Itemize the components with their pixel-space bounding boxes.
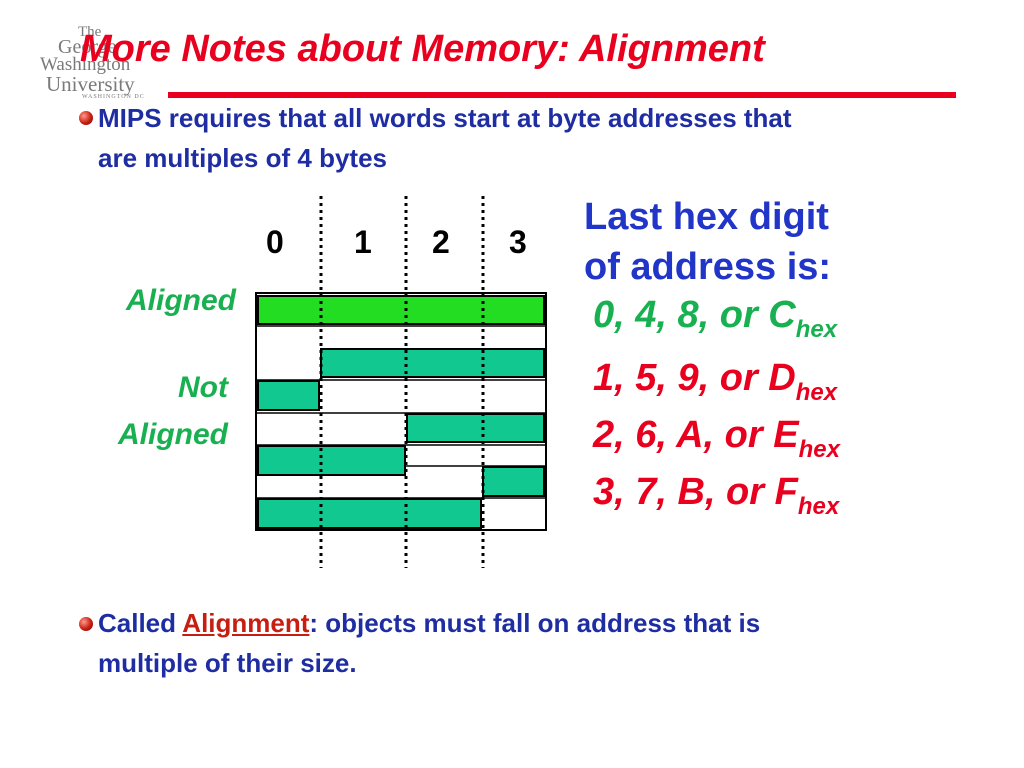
logo-text: Washington xyxy=(40,54,131,75)
bullet-2-pre: Called xyxy=(98,608,183,638)
misaligned-word-bar xyxy=(257,380,320,411)
bullet-icon xyxy=(79,111,93,125)
hex-subscript: hex xyxy=(797,493,840,520)
bullet-text-1: MIPS requires that all words start at by… xyxy=(98,98,1018,178)
misaligned-word-bar xyxy=(257,498,482,529)
hex-row-aligned: 0, 4, 8, or Chex xyxy=(593,294,837,344)
alignment-term: Alignment xyxy=(182,608,310,638)
logo-text: The xyxy=(78,24,102,40)
column-number: 1 xyxy=(354,224,372,260)
hex-row-text: 3, 7, B, or F xyxy=(593,471,798,513)
column-number: 0 xyxy=(266,224,284,260)
bullet-2-line-2: multiple of their size. xyxy=(98,648,357,678)
bullet-2-post: : objects must fall on address that is xyxy=(309,608,761,638)
logo-text: University xyxy=(46,72,135,96)
misaligned-word-bar xyxy=(257,445,406,476)
hex-subscript: hex xyxy=(795,379,838,406)
slide-title: More Notes about Memory: Alignment xyxy=(80,28,765,70)
hex-header-line-2: of address is: xyxy=(584,246,832,288)
title-underline xyxy=(168,92,956,98)
bullet-text-2: Called Alignment: objects must fall on a… xyxy=(98,603,1018,683)
column-number: 3 xyxy=(509,224,527,260)
bullet-2-line-1: Called Alignment: objects must fall on a… xyxy=(98,603,1018,643)
bullet-1-line-2: are multiples of 4 bytes xyxy=(98,143,387,173)
logo-text: WASHINGTON DC xyxy=(82,94,145,100)
hex-row-text: 1, 5, 9, or D xyxy=(593,357,796,399)
misaligned-word-bar xyxy=(406,413,545,443)
aligned-label: Aligned xyxy=(126,284,236,317)
hex-row-text: 2, 6, A, or E xyxy=(593,414,799,456)
hex-header-line-1: Last hex digit xyxy=(584,196,829,238)
logo-text: George xyxy=(58,36,117,58)
aligned-word-bar xyxy=(257,295,545,325)
hex-subscript: hex xyxy=(798,436,840,463)
hex-header: Last hex digit of address is: xyxy=(584,192,831,292)
hex-row-offset-2: 2, 6, A, or Ehex xyxy=(593,414,840,464)
misaligned-word-bar xyxy=(482,466,545,497)
hex-subscript: hex xyxy=(795,316,838,343)
university-logo: The George Washington University WASHING… xyxy=(40,24,162,102)
not-aligned-label-2: Aligned xyxy=(118,418,228,451)
bullet-1-line-1: MIPS requires that all words start at by… xyxy=(98,103,792,133)
column-number: 2 xyxy=(432,224,450,260)
hex-row-text: 0, 4, 8, or C xyxy=(593,294,796,336)
hex-row-offset-1: 1, 5, 9, or Dhex xyxy=(593,357,837,407)
hex-row-offset-3: 3, 7, B, or Fhex xyxy=(593,471,839,521)
not-aligned-label-1: Not xyxy=(178,371,228,404)
bullet-icon xyxy=(79,617,93,631)
misaligned-word-bar xyxy=(320,348,545,378)
